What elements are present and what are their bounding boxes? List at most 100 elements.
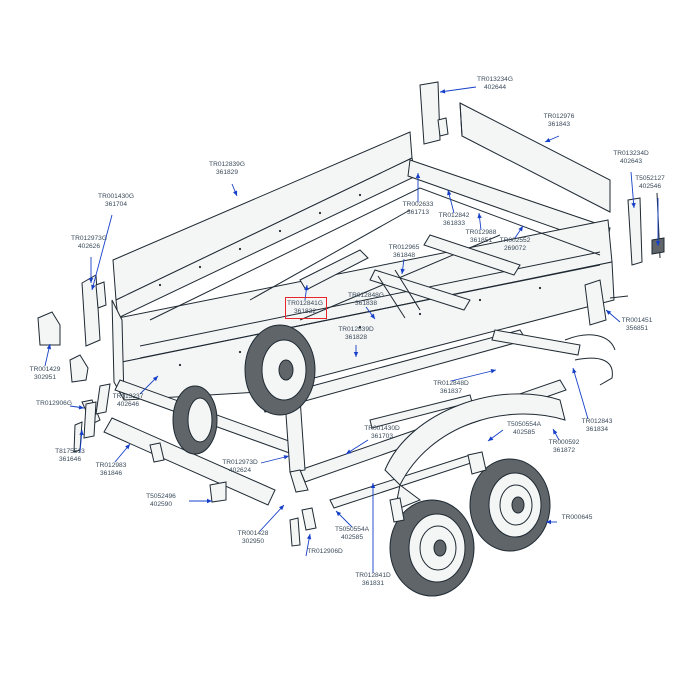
part-ref: 402643 bbox=[619, 158, 642, 165]
leader-arrow-p21 bbox=[79, 430, 84, 436]
part-code: TR012839D bbox=[338, 326, 374, 333]
front-left-hardware bbox=[37, 274, 107, 453]
part-ref: 402646 bbox=[116, 401, 140, 408]
part-ref: 402590 bbox=[149, 501, 173, 508]
part-code: TR012841G bbox=[287, 300, 323, 307]
leader-line-p01 bbox=[439, 86, 477, 93]
part-code: TR001428 bbox=[237, 530, 269, 537]
leader-arrow-p29 bbox=[278, 505, 284, 511]
leader-lines bbox=[44, 86, 661, 573]
part-code: TR013237 bbox=[112, 393, 144, 400]
part-code: TR002552 bbox=[499, 237, 531, 244]
trailer-body bbox=[111, 102, 615, 401]
part-code: T5050554A bbox=[506, 421, 542, 428]
leader-arrow-p03 bbox=[233, 190, 238, 196]
leader-arrow-p08 bbox=[88, 278, 94, 283]
part-code: TR002633 bbox=[402, 201, 434, 208]
part-code: TR012965 bbox=[388, 244, 420, 251]
part-ref: 402644 bbox=[483, 84, 507, 91]
rear-right-hardware bbox=[419, 81, 665, 326]
leader-arrow-p25 bbox=[488, 436, 494, 441]
part-code: TR012973G bbox=[71, 235, 107, 242]
highlighted-part-box bbox=[285, 297, 327, 319]
part-label-p31: TR012906D bbox=[307, 548, 343, 556]
part-code: TR001451 bbox=[621, 317, 653, 324]
part-ref: 361843 bbox=[547, 121, 571, 128]
leader-arrow-p13 bbox=[400, 268, 405, 274]
part-code: TR012843 bbox=[581, 418, 613, 425]
part-code: TR001430D bbox=[364, 425, 400, 432]
leader-arrow-p02 bbox=[545, 138, 551, 143]
chassis-frame bbox=[83, 329, 616, 547]
leader-arrow-p26 bbox=[572, 368, 577, 374]
part-code: TR012842 bbox=[438, 212, 470, 219]
leader-arrow-p06 bbox=[304, 285, 309, 291]
part-ref: 361831 bbox=[361, 580, 384, 587]
part-ref: 402546 bbox=[638, 183, 662, 190]
part-ref: 356851 bbox=[625, 325, 649, 332]
part-ref: 361646 bbox=[58, 456, 82, 463]
leader-arrow-p17 bbox=[46, 344, 52, 350]
part-ref: 302950 bbox=[241, 538, 265, 545]
part-ref: 361833 bbox=[442, 220, 466, 227]
leader-arrow-p10 bbox=[447, 190, 452, 196]
leader-arrow-p04 bbox=[631, 202, 636, 208]
leader-arrow-p22 bbox=[125, 444, 130, 450]
leader-arrow-p23 bbox=[346, 449, 352, 454]
leader-line-p04 bbox=[630, 171, 635, 209]
leader-arrow-p28 bbox=[207, 498, 212, 504]
part-code: T8175513 bbox=[55, 448, 85, 455]
leader-line-p29 bbox=[259, 504, 285, 532]
leader-arrow-p01 bbox=[440, 89, 446, 94]
leader-arrow-p19 bbox=[152, 376, 158, 382]
leader-arrow-p24 bbox=[283, 455, 289, 460]
part-code: TR012848D bbox=[433, 380, 469, 387]
leader-arrow-p15 bbox=[353, 352, 359, 357]
part-ref: 361703 bbox=[370, 433, 393, 440]
part-ref: 361848 bbox=[392, 252, 416, 259]
part-code: TR001430G bbox=[98, 193, 134, 200]
leader-arrow-p14 bbox=[370, 313, 375, 319]
part-ref: 361704 bbox=[104, 201, 128, 208]
part-label-p32: TR000645 bbox=[562, 514, 593, 522]
part-code: TR000592 bbox=[548, 439, 580, 446]
part-ref: 302951 bbox=[33, 374, 57, 381]
part-ref: 361837 bbox=[439, 388, 462, 395]
part-ref: 361846 bbox=[99, 470, 123, 477]
leader-arrow-p18 bbox=[78, 405, 84, 410]
part-code: TR012906D bbox=[307, 548, 343, 555]
part-code: T5052496 bbox=[146, 493, 176, 500]
part-code: TR001429 bbox=[29, 366, 61, 373]
leader-line-p07 bbox=[91, 214, 113, 291]
part-ref: 402585 bbox=[340, 534, 364, 541]
part-ref: 361829 bbox=[215, 169, 239, 176]
leader-arrow-p09 bbox=[415, 173, 421, 178]
leader-arrow-p20 bbox=[490, 369, 496, 374]
part-ref: 361832 bbox=[293, 308, 317, 315]
part-ref: 361838 bbox=[354, 300, 378, 307]
part-ref: 361834 bbox=[585, 426, 609, 433]
leader-arrow-p31 bbox=[306, 534, 312, 540]
leader-arrow-p27 bbox=[553, 429, 558, 435]
part-code: T5050554A bbox=[334, 526, 370, 533]
